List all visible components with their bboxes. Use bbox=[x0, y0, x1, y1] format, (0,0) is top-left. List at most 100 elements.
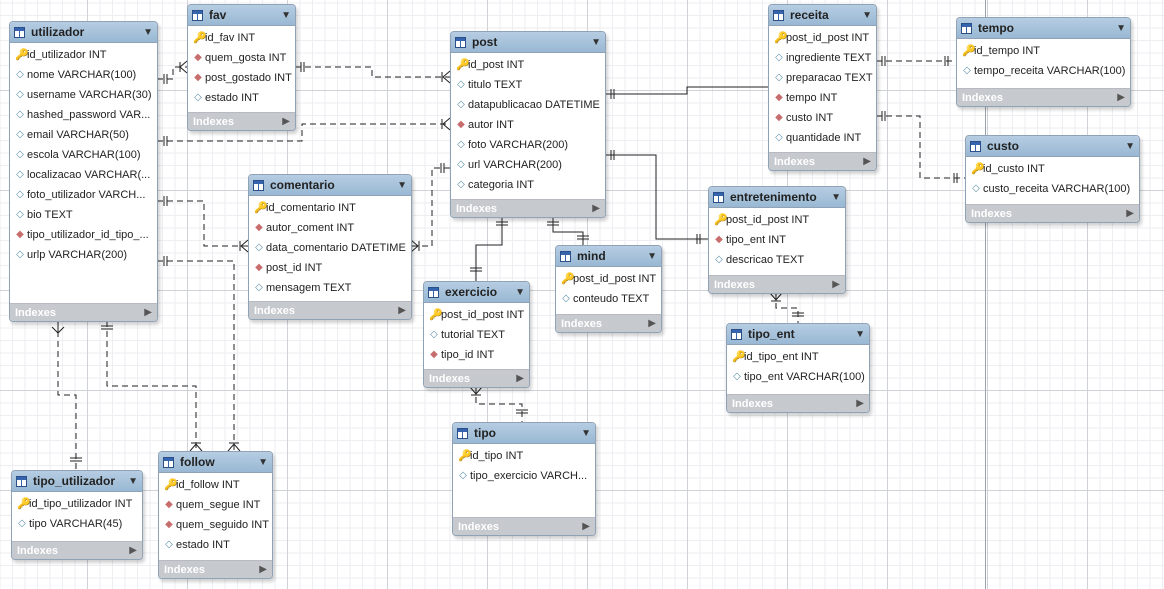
indexes-footer[interactable]: Indexes▶ bbox=[556, 314, 661, 332]
table-header[interactable]: receita ▼ bbox=[769, 5, 876, 26]
column-row[interactable]: 🔑post_id_post INT bbox=[774, 32, 870, 44]
column-row[interactable]: ◇url VARCHAR(200) bbox=[457, 159, 562, 171]
collapse-arrow-icon[interactable]: ▼ bbox=[128, 475, 138, 487]
column-row[interactable]: ◇foto VARCHAR(200) bbox=[457, 139, 569, 151]
table-header[interactable]: utilizador ▼ bbox=[10, 22, 157, 43]
column-row[interactable]: ◆custo INT bbox=[775, 112, 834, 124]
collapse-arrow-icon[interactable]: ▼ bbox=[281, 9, 291, 21]
column-row[interactable]: ◆post_id INT bbox=[255, 262, 323, 274]
collapse-arrow-icon[interactable]: ▼ bbox=[591, 36, 601, 48]
table-header[interactable]: follow ▼ bbox=[159, 452, 272, 473]
column-row[interactable]: ◇tempo_receita VARCHAR(100) bbox=[963, 65, 1126, 77]
collapse-arrow-icon[interactable]: ▼ bbox=[1125, 140, 1135, 152]
collapse-arrow-icon[interactable]: ▼ bbox=[515, 286, 525, 298]
column-row[interactable]: ◇tipo_ent VARCHAR(100) bbox=[733, 371, 865, 383]
table-header[interactable]: tipo_utilizador ▼ bbox=[12, 471, 142, 492]
collapse-arrow-icon[interactable]: ▼ bbox=[581, 427, 591, 439]
indexes-footer[interactable]: Indexes▶ bbox=[159, 560, 272, 578]
column-row[interactable]: 🔑post_id_post INT bbox=[714, 214, 810, 226]
table-comentario[interactable]: comentario ▼ 🔑id_comentario INT ◆autor_c… bbox=[248, 174, 412, 320]
column-row[interactable]: ◇tipo_exercicio VARCH... bbox=[459, 470, 588, 482]
table-tipo-ent[interactable]: tipo_ent ▼ 🔑id_tipo_ent INT ◇tipo_ent VA… bbox=[726, 323, 870, 413]
column-row[interactable]: ◇preparacao TEXT bbox=[775, 72, 873, 84]
table-header[interactable]: fav ▼ bbox=[188, 5, 295, 26]
column-row[interactable]: ◇tutorial TEXT bbox=[430, 329, 505, 341]
expand-arrow-icon[interactable]: ▶ bbox=[648, 318, 656, 329]
column-row[interactable]: ◇categoria INT bbox=[457, 179, 535, 191]
column-row[interactable]: 🔑post_id_post INT bbox=[429, 309, 525, 321]
column-row[interactable]: ◇titulo TEXT bbox=[457, 79, 523, 91]
column-row[interactable]: 🔑id_follow INT bbox=[164, 479, 240, 491]
column-row[interactable]: 🔑id_post INT bbox=[456, 59, 525, 71]
column-row[interactable]: ◆quem_seguido INT bbox=[165, 519, 269, 531]
column-row[interactable]: ◇escola VARCHAR(100) bbox=[16, 149, 141, 161]
expand-arrow-icon[interactable]: ▶ bbox=[129, 545, 137, 556]
expand-arrow-icon[interactable]: ▶ bbox=[1126, 208, 1134, 219]
column-row[interactable]: ◇hashed_password VAR... bbox=[16, 109, 151, 121]
column-row[interactable]: ◆tipo_utilizador_id_tipo_... bbox=[16, 229, 149, 241]
column-row[interactable]: ◇custo_receita VARCHAR(100) bbox=[972, 183, 1131, 195]
column-row[interactable]: 🔑id_tipo INT bbox=[458, 450, 524, 462]
column-row[interactable]: ◇email VARCHAR(50) bbox=[16, 129, 129, 141]
column-row[interactable]: ◇nome VARCHAR(100) bbox=[16, 69, 137, 81]
indexes-footer[interactable]: Indexes▶ bbox=[424, 369, 529, 387]
collapse-arrow-icon[interactable]: ▼ bbox=[831, 191, 841, 203]
table-fav[interactable]: fav ▼ 🔑id_fav INT ◆quem_gosta INT ◆post_… bbox=[187, 4, 296, 131]
column-row[interactable]: ◆quem_gosta INT bbox=[194, 52, 287, 64]
table-exercicio[interactable]: exercicio ▼ 🔑post_id_post INT ◇tutorial … bbox=[423, 281, 530, 388]
expand-arrow-icon[interactable]: ▶ bbox=[398, 305, 406, 316]
column-row[interactable]: ◇estado INT bbox=[194, 92, 259, 104]
column-row[interactable]: 🔑id_tipo_utilizador INT bbox=[17, 498, 133, 510]
indexes-footer[interactable]: Indexes▶ bbox=[453, 517, 595, 535]
table-header[interactable]: entretenimento ▼ bbox=[709, 187, 845, 208]
table-mind[interactable]: mind ▼ 🔑post_id_post INT ◇conteudo TEXT … bbox=[555, 245, 662, 333]
indexes-footer[interactable]: Indexes▶ bbox=[957, 88, 1130, 106]
column-row[interactable]: ◆tipo_ent INT bbox=[715, 234, 786, 246]
column-row[interactable]: 🔑id_fav INT bbox=[193, 32, 256, 44]
collapse-arrow-icon[interactable]: ▼ bbox=[397, 179, 407, 191]
column-row[interactable]: ◇urlp VARCHAR(200) bbox=[16, 249, 128, 261]
table-post[interactable]: post ▼ 🔑id_post INT ◇titulo TEXT ◇datapu… bbox=[450, 31, 606, 218]
column-row[interactable]: ◇username VARCHAR(30) bbox=[16, 89, 152, 101]
column-row[interactable]: ◇localizacao VARCHAR(... bbox=[16, 169, 151, 181]
table-header[interactable]: comentario ▼ bbox=[249, 175, 411, 196]
table-receita[interactable]: receita ▼ 🔑post_id_post INT ◇ingrediente… bbox=[768, 4, 877, 171]
column-row[interactable]: ◆tipo_id INT bbox=[430, 349, 495, 361]
column-row[interactable]: 🔑id_utilizador INT bbox=[15, 49, 107, 61]
indexes-footer[interactable]: Indexes▶ bbox=[709, 275, 845, 293]
table-header[interactable]: post ▼ bbox=[451, 32, 605, 53]
collapse-arrow-icon[interactable]: ▼ bbox=[1116, 22, 1126, 34]
column-row[interactable]: ◇mensagem TEXT bbox=[255, 282, 352, 294]
table-header[interactable]: tipo_ent ▼ bbox=[727, 324, 869, 345]
column-row[interactable]: ◇quantidade INT bbox=[775, 132, 862, 144]
expand-arrow-icon[interactable]: ▶ bbox=[259, 564, 267, 575]
column-row[interactable]: ◆autor INT bbox=[457, 119, 514, 131]
column-row[interactable]: ◇estado INT bbox=[165, 539, 230, 551]
expand-arrow-icon[interactable]: ▶ bbox=[856, 398, 864, 409]
column-row[interactable]: ◇conteudo TEXT bbox=[562, 293, 650, 305]
expand-arrow-icon[interactable]: ▶ bbox=[1117, 92, 1125, 103]
indexes-footer[interactable]: Indexes▶ bbox=[12, 541, 142, 559]
expand-arrow-icon[interactable]: ▶ bbox=[282, 116, 290, 127]
table-header[interactable]: mind ▼ bbox=[556, 246, 661, 267]
table-header[interactable]: custo ▼ bbox=[966, 136, 1139, 157]
column-row[interactable]: ◇datapublicacao DATETIME bbox=[457, 99, 600, 111]
column-row[interactable]: ◆autor_coment INT bbox=[255, 222, 355, 234]
expand-arrow-icon[interactable]: ▶ bbox=[582, 521, 590, 532]
expand-arrow-icon[interactable]: ▶ bbox=[832, 279, 840, 290]
table-entretenimento[interactable]: entretenimento ▼ 🔑post_id_post INT ◆tipo… bbox=[708, 186, 846, 294]
table-tipo[interactable]: tipo ▼ 🔑id_tipo INT ◇tipo_exercicio VARC… bbox=[452, 422, 596, 536]
table-utilizador[interactable]: utilizador ▼ 🔑id_utilizador INT ◇nome VA… bbox=[9, 21, 158, 322]
column-row[interactable]: ◆tempo INT bbox=[775, 92, 838, 104]
column-row[interactable]: 🔑id_custo INT bbox=[971, 163, 1045, 175]
column-row[interactable]: ◆quem_segue INT bbox=[165, 499, 261, 511]
table-tempo[interactable]: tempo ▼ 🔑id_tempo INT ◇tempo_receita VAR… bbox=[956, 17, 1131, 107]
table-follow[interactable]: follow ▼ 🔑id_follow INT ◆quem_segue INT … bbox=[158, 451, 273, 579]
collapse-arrow-icon[interactable]: ▼ bbox=[855, 328, 865, 340]
indexes-footer[interactable]: Indexes▶ bbox=[727, 394, 869, 412]
column-row[interactable]: ◆post_gostado INT bbox=[194, 72, 292, 84]
indexes-footer[interactable]: Indexes▶ bbox=[249, 301, 411, 319]
indexes-footer[interactable]: Indexes▶ bbox=[188, 112, 295, 130]
table-tipo-utilizador[interactable]: tipo_utilizador ▼ 🔑id_tipo_utilizador IN… bbox=[11, 470, 143, 560]
table-header[interactable]: tempo ▼ bbox=[957, 18, 1130, 39]
